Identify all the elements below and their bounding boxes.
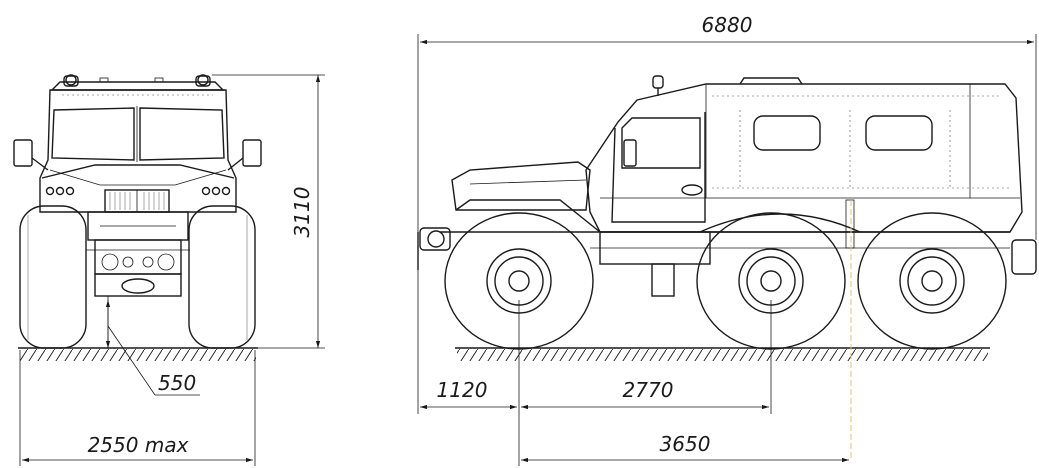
- wheelbase-front-dimension: 2770: [521, 300, 772, 414]
- wheelbase-front-label: 2770: [623, 378, 674, 402]
- height-dimension: 3110: [212, 74, 325, 349]
- front-overhang-dimension: 1120: [417, 270, 520, 466]
- front-right-tire: [188, 205, 256, 349]
- width-dimension: 2550 max: [19, 350, 256, 466]
- wheelbase-total-dimension: 3650: [521, 432, 849, 463]
- front-overhang-label: 1120: [437, 378, 488, 402]
- front-view: 3110 550 2550 max: [13, 74, 325, 466]
- front-body: [13, 74, 262, 297]
- overall-length-label: 6880: [702, 13, 753, 37]
- overall-width-label: 2550 max: [88, 433, 189, 457]
- side-wheel-rear: [857, 212, 1007, 350]
- wheelbase-total-label: 3650: [660, 432, 711, 456]
- ground-clearance-label: 550: [158, 371, 196, 395]
- side-view: 6880 1120 2770 3650: [417, 13, 1037, 466]
- length-dimension: 6880: [417, 13, 1037, 240]
- side-body: [417, 75, 1037, 297]
- ground-clearance-dimension: 550: [105, 296, 200, 396]
- front-left-tire: [19, 205, 87, 349]
- overall-height-label: 3110: [290, 187, 314, 238]
